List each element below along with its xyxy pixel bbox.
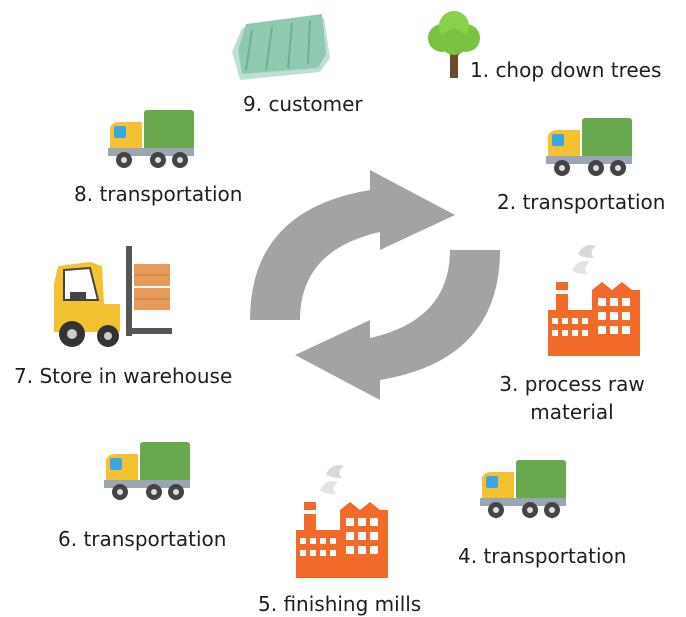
step-6-label: 6. transportation xyxy=(58,527,227,551)
upper-arrow xyxy=(250,170,455,320)
step-3-label: 3. process raw material xyxy=(492,372,652,424)
truck-icon xyxy=(108,110,194,168)
factory-icon xyxy=(548,245,640,356)
cycle-arrows-icon xyxy=(250,170,500,400)
step-7-label: 7. Store in warehouse xyxy=(14,364,233,388)
step-2-label: 2. transportation xyxy=(497,190,666,214)
factory-icon xyxy=(296,465,388,578)
step-4-label: 4. transportation xyxy=(458,544,627,568)
step-5-label: 5. finishing mills xyxy=(258,592,422,616)
step-1-label: 1. chop down trees xyxy=(470,58,662,82)
lower-arrow xyxy=(295,250,500,400)
step-3-label-line1: 3. process raw xyxy=(499,372,645,396)
step-3-label-line2: material xyxy=(530,400,614,424)
step-9-label: 9. customer xyxy=(243,92,363,116)
step-8-label: 8. transportation xyxy=(74,182,243,206)
truck-icon xyxy=(546,118,632,176)
truck-icon xyxy=(480,460,566,518)
truck-icon xyxy=(104,442,190,500)
forklift-icon xyxy=(54,246,172,347)
paper-towels-icon xyxy=(232,14,330,80)
tree-icon xyxy=(428,11,480,78)
